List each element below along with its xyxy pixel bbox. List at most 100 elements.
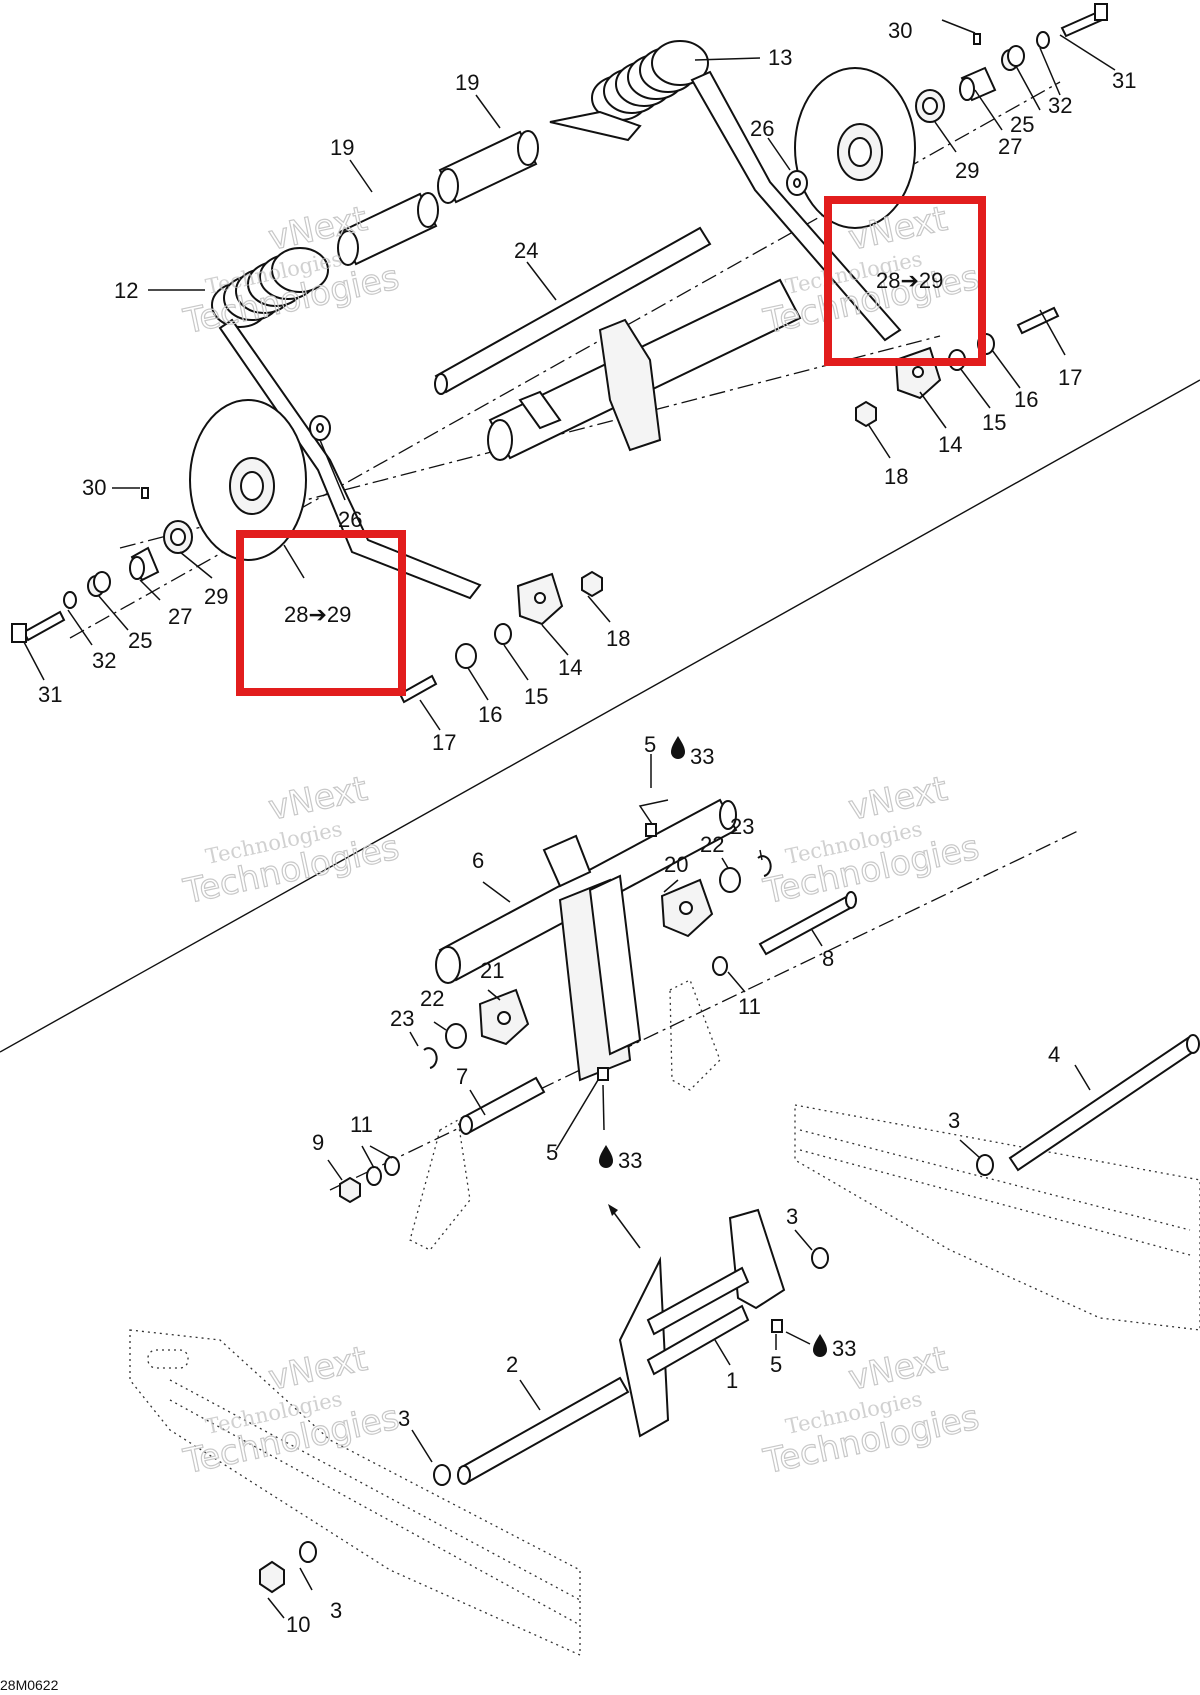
watermark-1: vNext Technologies Technologies — [179, 198, 403, 343]
bracket-mid-right — [669, 979, 721, 1091]
bolt-31-left — [11, 610, 66, 643]
idler-wheel-left — [189, 399, 307, 561]
pin-7 — [459, 1076, 546, 1135]
nut-9 — [339, 1176, 361, 1204]
callout-33-mid: 33 — [618, 1148, 642, 1173]
block-20 — [660, 878, 714, 938]
washer-3-a — [976, 1154, 994, 1176]
callout-16-upper: 16 — [1014, 387, 1038, 412]
grease-fitting-5-lower — [771, 1319, 783, 1333]
callout-23-left: 23 — [390, 1006, 414, 1031]
callout-15-lower: 15 — [524, 684, 548, 709]
idler-wheel-right — [794, 67, 916, 229]
callout-20: 20 — [664, 852, 688, 877]
washer-32-left — [63, 591, 77, 609]
callout-6: 6 — [472, 848, 484, 873]
callout-11-left: 11 — [350, 1112, 373, 1137]
section-divider — [0, 379, 1200, 1053]
callout-5-lower: 5 — [770, 1352, 782, 1377]
watermark-5: vNext Technologies Technologies — [179, 1338, 403, 1483]
watermark-3: vNext Technologies Technologies — [179, 768, 403, 913]
bushing-25-left — [87, 571, 111, 597]
washer-32-right — [1036, 31, 1050, 49]
callout-19-upper: 19 — [455, 70, 479, 95]
svg-text:vNext: vNext — [265, 1339, 370, 1399]
watermark-4: vNext Technologies Technologies — [759, 768, 983, 913]
nut-18-right — [855, 400, 877, 428]
callout-22-right: 22 — [700, 832, 724, 857]
highlight-box-right: 28➔29 — [824, 196, 986, 366]
rail-right — [794, 1104, 1200, 1331]
callout-19-lower: 19 — [330, 135, 354, 160]
callout-5-top: 5 — [644, 732, 656, 757]
washer-15-left — [494, 623, 512, 645]
callout-13: 13 — [768, 45, 792, 70]
block-14-left — [516, 572, 564, 626]
callout-26-upper: 26 — [750, 116, 774, 141]
leader-lines — [23, 19, 1116, 1619]
oil-drop-icon — [671, 736, 685, 759]
block-14-right — [894, 346, 942, 400]
callout-25-lower: 25 — [128, 628, 152, 653]
pin-8 — [758, 891, 857, 956]
svg-text:vNext: vNext — [845, 769, 950, 829]
callout-24: 24 — [514, 238, 538, 263]
bracket-mid-left — [409, 1118, 471, 1251]
callout-9: 9 — [312, 1130, 324, 1155]
callout-17-upper: 17 — [1058, 365, 1082, 390]
block-21 — [478, 988, 530, 1046]
svg-text:vNext: vNext — [845, 1339, 950, 1399]
bracket-1 — [618, 1208, 786, 1438]
callout-30-upper: 30 — [888, 18, 912, 43]
callout-31-lower: 31 — [38, 682, 62, 707]
callout-33-top: 33 — [690, 744, 714, 769]
callout-18-lower: 18 — [606, 626, 630, 651]
bushing-16-left — [455, 643, 477, 669]
callout-11-right: 11 — [738, 994, 761, 1019]
callout-30-lower: 30 — [82, 475, 106, 500]
callout-14-lower: 14 — [558, 655, 582, 680]
svg-text:vNext: vNext — [265, 769, 370, 829]
bushing-25-right — [1001, 45, 1025, 71]
callout-26-lower: 26 — [338, 507, 362, 532]
spring-right — [549, 40, 902, 342]
callout-32-lower: 32 — [92, 648, 116, 673]
washer-3-d — [299, 1541, 317, 1563]
bolt-31-right — [1060, 3, 1108, 38]
callout-27-upper: 27 — [998, 134, 1022, 159]
callout-18-upper: 18 — [884, 464, 908, 489]
leader-lube-top — [638, 799, 669, 825]
washer-22-left — [445, 1023, 467, 1049]
svg-text:28➔29: 28➔29 — [876, 268, 943, 293]
setscrew-30-right — [973, 33, 981, 45]
oil-drop-icon — [599, 1145, 613, 1168]
arrow-up-left-icon — [608, 1204, 641, 1249]
spring-left — [211, 247, 482, 600]
rail-left — [129, 1329, 581, 1657]
centerline-rear-axle — [119, 335, 941, 549]
callout-2: 2 — [506, 1352, 518, 1377]
rod-4 — [1008, 1034, 1200, 1172]
washer-3-b — [811, 1247, 829, 1269]
washer-11-left-a — [366, 1166, 382, 1186]
nut-10 — [259, 1560, 285, 1594]
callout-10: 10 — [286, 1612, 310, 1637]
arm-plate — [542, 834, 642, 1082]
callout-15-upper: 15 — [982, 410, 1006, 435]
callout-12: 12 — [114, 278, 138, 303]
callout-3-a: 3 — [948, 1108, 960, 1133]
callout-14-upper: 14 — [938, 432, 962, 457]
washer-11-left-b — [384, 1156, 400, 1176]
sleeve-19-lower — [337, 192, 439, 266]
svg-text:28➔29: 28➔29 — [284, 602, 351, 627]
clip-23-left — [423, 1047, 438, 1069]
washer-26-right-hole — [793, 178, 801, 188]
oil-drop-icon — [813, 1334, 827, 1357]
rear-axle-assembly — [487, 278, 802, 461]
callout-32-upper: 32 — [1048, 93, 1072, 118]
callout-27-lower: 27 — [168, 604, 192, 629]
spacer-27-right — [959, 66, 997, 102]
callout-31-upper: 31 — [1112, 68, 1136, 93]
rod-2 — [457, 1376, 630, 1485]
bolt-17-right — [1016, 306, 1060, 335]
